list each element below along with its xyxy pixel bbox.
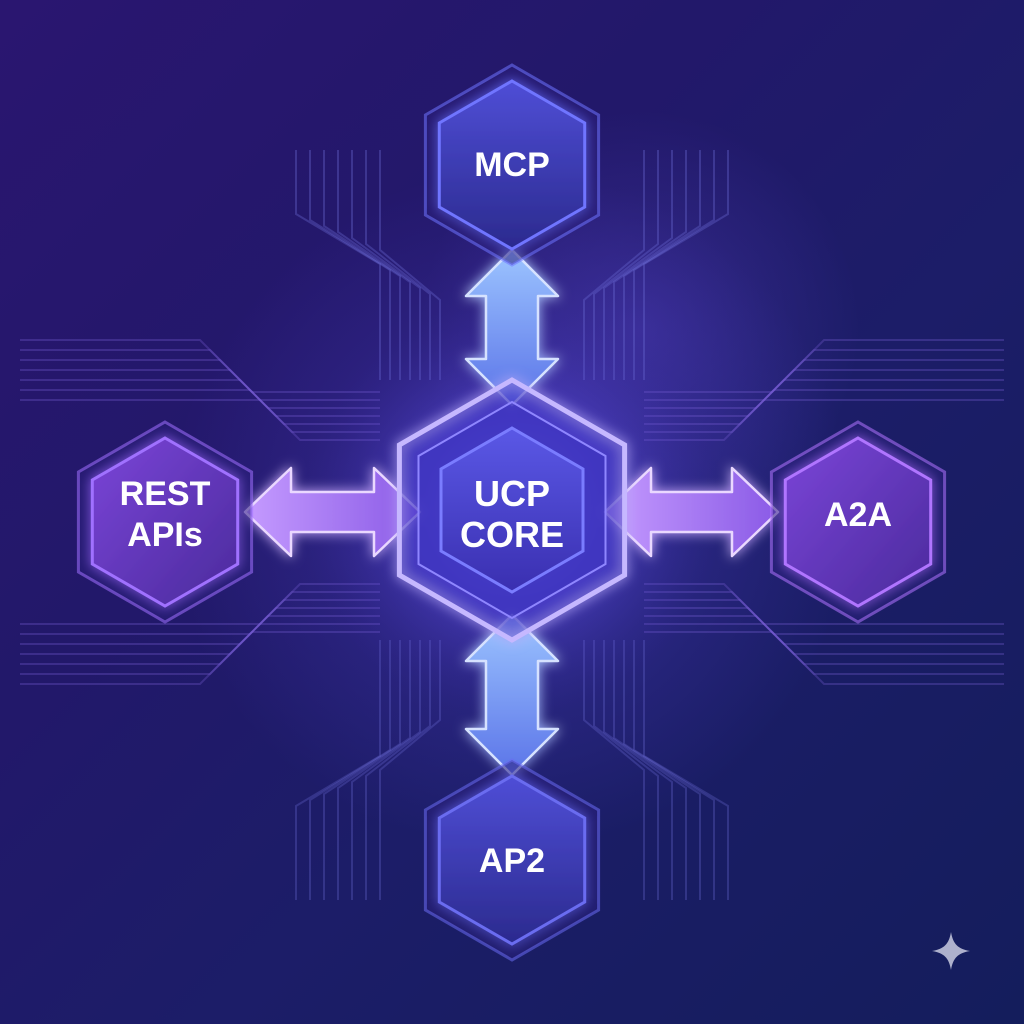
- rest-apis-node[interactable]: REST APIs: [76, 420, 254, 624]
- circuit-trace: [644, 615, 1004, 665]
- circuit-trace: [20, 359, 380, 409]
- circuit-trace: [20, 631, 380, 685]
- circuit-trace: [644, 359, 1004, 409]
- ucp-core-label-line-1: UCP: [474, 473, 550, 514]
- circuit-trace: [323, 640, 401, 900]
- rest-apis-label-line-2: APIs: [127, 516, 203, 554]
- circuit-trace: [644, 339, 1004, 393]
- ucp-core-label-line-2: CORE: [460, 514, 564, 555]
- rest-apis-hex-inner: [90, 436, 240, 608]
- mcp-label: MCP: [474, 146, 550, 184]
- a2a-label: A2A: [824, 496, 892, 534]
- circuit-trace: [633, 150, 715, 380]
- circuit-trace: [623, 640, 701, 900]
- circuit-trace: [295, 640, 381, 900]
- sparkle-icon: [932, 932, 970, 970]
- ap2-node[interactable]: AP2: [423, 758, 601, 962]
- rest-apis-label-line-1: REST: [120, 475, 211, 513]
- circuit-trace: [323, 150, 401, 380]
- circuit-trace: [623, 150, 701, 380]
- circuit-trace: [633, 640, 715, 900]
- mcp-node[interactable]: MCP: [423, 63, 601, 267]
- circuit-trace: [644, 349, 1004, 401]
- ucp-core-node[interactable]: UCP CORE: [396, 377, 628, 643]
- circuit-trace: [20, 339, 380, 393]
- a2a-hex-inner: [783, 436, 933, 608]
- ap2-label: AP2: [479, 842, 545, 880]
- circuit-trace: [309, 150, 391, 380]
- core-hex-inner: [439, 426, 585, 594]
- circuit-trace: [644, 631, 1004, 685]
- ap2-hex-inner: [437, 774, 587, 946]
- circuit-trace: [309, 640, 391, 900]
- mcp-hex-inner: [437, 79, 587, 251]
- circuit-trace: [643, 150, 729, 380]
- circuit-trace: [20, 349, 380, 401]
- connection-arrows: [243, 248, 780, 777]
- circuit-trace: [644, 623, 1004, 675]
- circuit-trace: [295, 150, 381, 380]
- circuit-trace: [20, 623, 380, 675]
- a2a-node[interactable]: A2A: [769, 420, 947, 624]
- circuit-trace: [643, 640, 729, 900]
- circuit-trace: [20, 615, 380, 665]
